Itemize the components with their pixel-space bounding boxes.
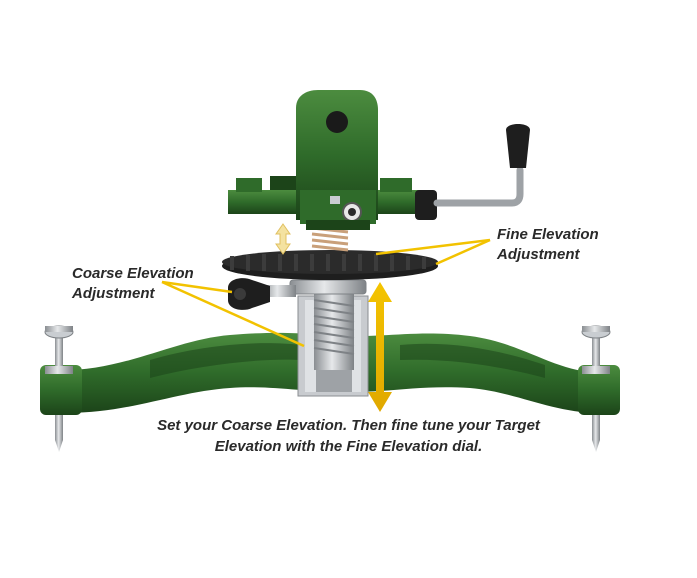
- head-assembly: [228, 90, 430, 230]
- fine-elevation-leader: [375, 238, 491, 266]
- coarse-elevation-label-line2: Adjustment: [72, 285, 155, 302]
- fine-elevation-label-line1: Fine Elevation: [497, 226, 599, 243]
- caption-line1: Set your Coarse Elevation. Then fine tun…: [157, 417, 540, 434]
- center-post-housing: [289, 279, 369, 397]
- crank-handle-icon: [415, 124, 530, 220]
- fine-elevation-spring: [311, 226, 349, 252]
- coarse-elevation-knob: [228, 278, 296, 310]
- coarse-elevation-label: Coarse Elevation Adjustment: [72, 264, 194, 304]
- fine-elevation-label-line2: Adjustment: [497, 246, 580, 263]
- caption-line2: Elevation with the Fine Elevation dial.: [214, 438, 483, 455]
- coarse-elevation-leader: [161, 280, 305, 348]
- coarse-elevation-label-line1: Coarse Elevation: [72, 265, 194, 282]
- left-leveling-screw: [44, 325, 74, 452]
- fine-elevation-dial: [222, 250, 438, 280]
- diagram-caption: Set your Coarse Elevation. Then fine tun…: [0, 415, 697, 457]
- double-headed-arrow-icon: [368, 282, 392, 412]
- double-headed-arrow-icon: [275, 223, 291, 255]
- right-leveling-screw: [581, 325, 611, 452]
- fine-elevation-label: Fine Elevation Adjustment: [497, 225, 599, 265]
